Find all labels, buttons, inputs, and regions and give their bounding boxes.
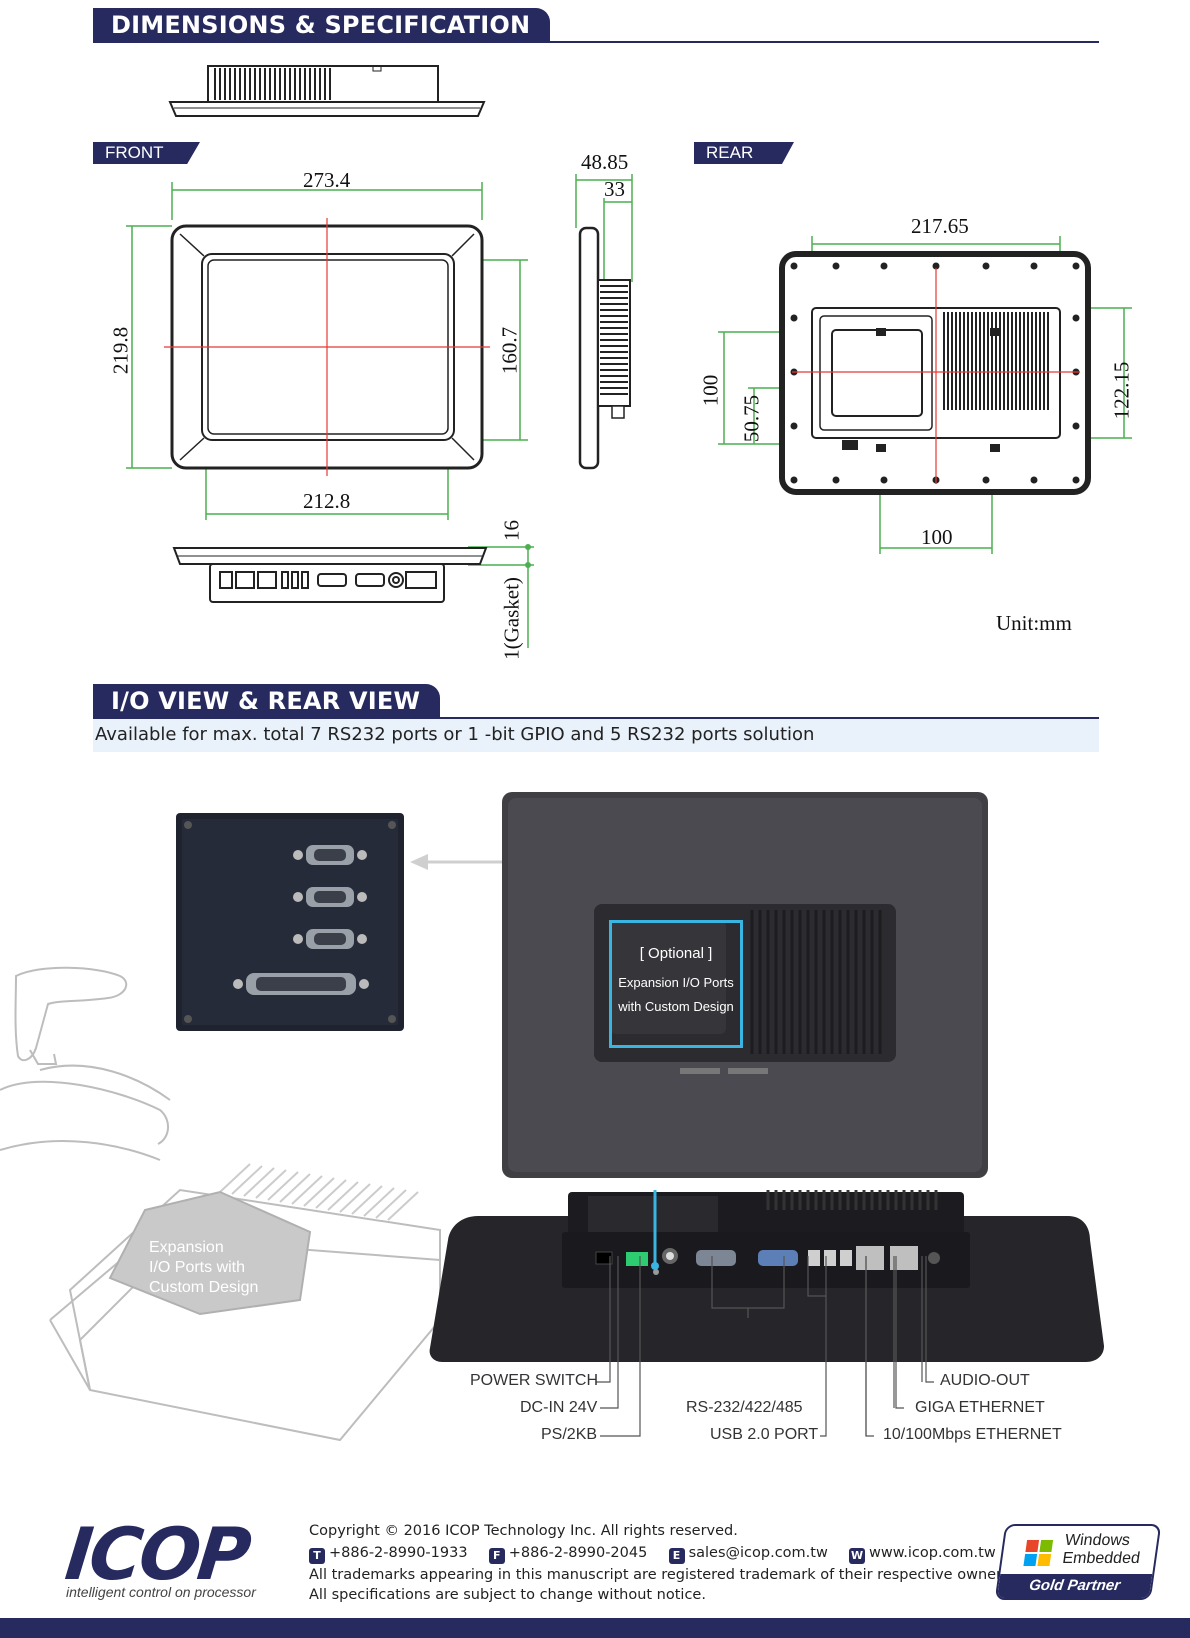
dim-width-outer: 273.4 (303, 168, 351, 192)
windows-flag-icon (1023, 1540, 1054, 1566)
footer-band (0, 1618, 1190, 1638)
expansion-label-line1: Expansion (149, 1239, 224, 1256)
windows-embedded-badge: Windows Embedded Gold Partner (994, 1524, 1162, 1600)
callout-leaders-right (865, 1256, 934, 1437)
side-view-drawing (575, 174, 633, 470)
rear-view-drawing (718, 236, 1132, 554)
callout-usb: USB 2.0 PORT (710, 1426, 819, 1443)
callout-power-switch: POWER SWITCH (470, 1372, 598, 1389)
optional-line1: Expansion I/O Ports (618, 975, 734, 990)
io-panel-photo (429, 1190, 1104, 1362)
io-subtitle-band: Available for max. total 7 RS232 ports o… (93, 719, 1099, 752)
rear-view-tag: REAR (694, 142, 794, 164)
footer-notice: All specifications are subject to change… (309, 1587, 706, 1603)
expansion-sketch-label: Expansion I/O Ports with Custom Design (149, 1238, 258, 1298)
dim-vesa-vertical: 100 (698, 374, 723, 407)
dim-height-inner: 160.7 (497, 326, 522, 375)
callout-ps2: PS/2KB (541, 1426, 598, 1443)
expansion-plate-photo (176, 813, 404, 1031)
expansion-label-line2: I/O Ports with (149, 1259, 246, 1276)
sketch-illustration (0, 966, 441, 1442)
dim-depth-body: 33 (604, 177, 625, 201)
front-view-drawing (126, 182, 528, 520)
dim-height-outer: 219.8 (108, 326, 133, 375)
io-section-title: I/O VIEW & REAR VIEW (93, 684, 441, 718)
callout-giga: GIGA ETHERNET (915, 1399, 1045, 1416)
front-view-tag: FRONT (93, 142, 200, 164)
expansion-label-line3: Custom Design (149, 1279, 259, 1296)
phone-icon: T (309, 1548, 325, 1564)
web-icon: W (849, 1548, 866, 1564)
email-icon: E (668, 1548, 685, 1564)
callout-audio: AUDIO-OUT (940, 1372, 1030, 1389)
dim-depth-total: 48.85 (581, 150, 629, 174)
io-subtitle: Available for max. total 7 RS232 ports o… (95, 724, 815, 745)
fax-icon: F (488, 1548, 505, 1564)
callout-eth100: 10/100Mbps ETHERNET (883, 1426, 1062, 1443)
rear-panel-photo (502, 792, 988, 1178)
icop-logo: ICOP (61, 1512, 253, 1596)
footer-copyright: Copyright © 2016 ICOP Technology Inc. Al… (309, 1523, 738, 1539)
optional-expansion-box: [ Optional ] Expansion I/O Ports with Cu… (609, 920, 743, 1048)
callout-dc-in: DC-IN 24V (520, 1399, 598, 1416)
dimensions-section-rule (93, 41, 1099, 43)
dim-vesa-horizontal: 100 (921, 525, 953, 549)
dim-rear-height: 122.15 (1109, 361, 1134, 420)
footer-web[interactable]: www.icop.com.tw (869, 1545, 996, 1561)
bottom-view-drawing (172, 544, 534, 648)
footer-email[interactable]: sales@icop.com.tw (688, 1545, 828, 1561)
footer-fax: +886-2-8990-2045 (508, 1545, 648, 1561)
dim-vesa-half: 50.75 (739, 394, 764, 443)
optional-line2: with Custom Design (618, 999, 734, 1014)
badge-windows: Windows (1063, 1532, 1132, 1549)
dim-gasket: 1(Gasket) (499, 577, 524, 660)
io-section-rule (93, 717, 1099, 719)
footer-trademark: All trademarks appearing in this manuscr… (309, 1567, 1015, 1583)
badge-gold-partner: Gold Partner (996, 1574, 1153, 1598)
badge-embedded: Embedded (1061, 1550, 1142, 1567)
dim-width-inner: 212.8 (303, 489, 351, 513)
dim-bottom-thickness: 16 (499, 520, 524, 541)
icop-tagline: intelligent control on processor (66, 1584, 256, 1600)
optional-title: [ Optional ] (639, 945, 713, 962)
dimensions-section-title: DIMENSIONS & SPECIFICATION (93, 8, 551, 42)
top-view-drawing (168, 65, 486, 117)
callout-rs232: RS-232/422/485 (686, 1399, 803, 1416)
unit-label: Unit:mm (996, 611, 1072, 635)
dim-rear-width: 217.65 (911, 214, 969, 238)
footer-tel[interactable]: +886-2-8990-1933 (329, 1545, 468, 1561)
